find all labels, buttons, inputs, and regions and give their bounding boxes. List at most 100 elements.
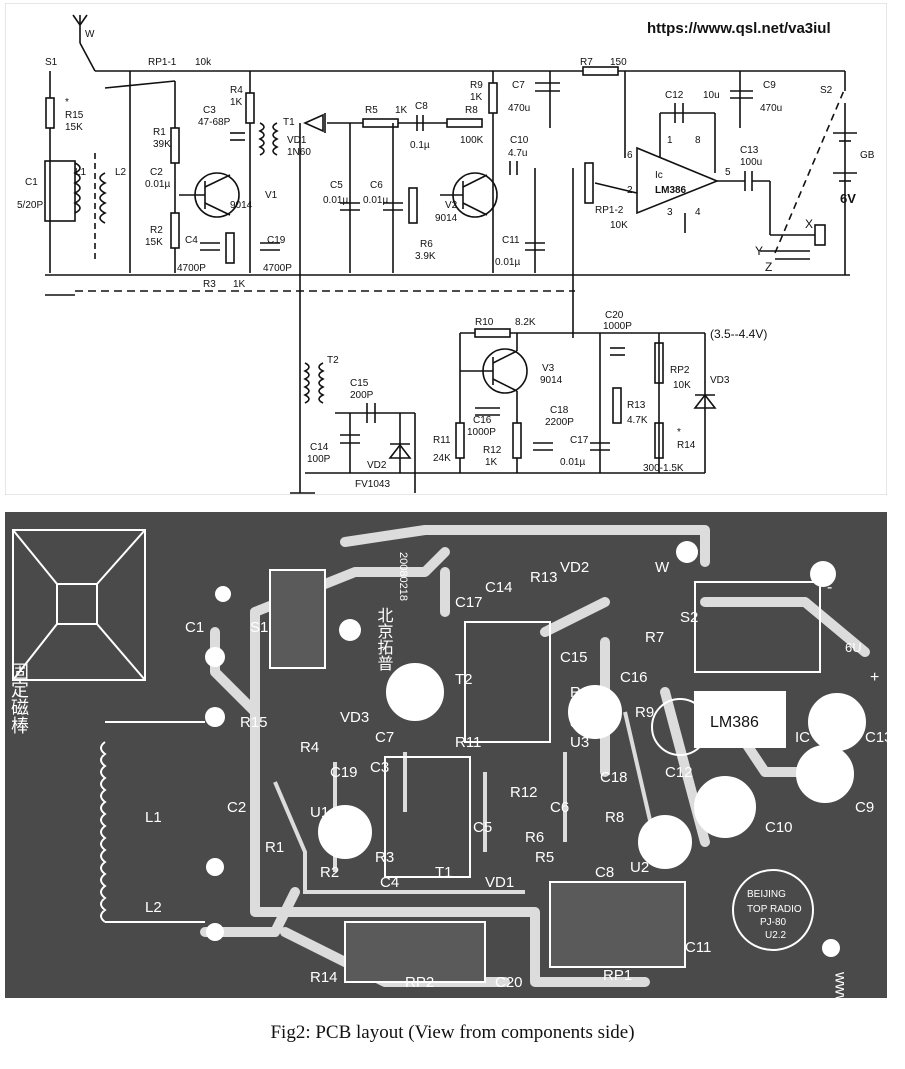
jack-x: X [805, 217, 813, 231]
pcb-c1: C1 [185, 619, 204, 636]
u1-outline [318, 805, 372, 859]
value-c1: 5/20P [17, 200, 43, 211]
pcb-vd1: VD1 [485, 874, 514, 891]
label-c17: C17 [570, 435, 589, 446]
label-r13: R13 [627, 400, 646, 411]
label-r8: R8 [465, 105, 478, 116]
pcb-vd2: VD2 [560, 559, 589, 576]
label-c7: C7 [512, 80, 525, 91]
pin-5: 5 [725, 167, 731, 178]
schematic-diagram: https://www.qsl.net/va3iul W S1 RP1-1 10… [5, 3, 887, 495]
value-c16: 1000P [467, 427, 496, 438]
label-v3: V3 [542, 363, 555, 374]
label-c1: C1 [25, 177, 38, 188]
inductor-coil [100, 721, 205, 923]
pcb-w: W [655, 559, 670, 576]
value-c11: 0.01µ [495, 257, 520, 268]
rp2-footprint [344, 921, 486, 983]
c10-outline [694, 776, 756, 838]
jack-y: Y [755, 244, 763, 258]
value-c19: 4700P [263, 263, 292, 274]
u2-outline [638, 815, 692, 869]
badge-beijing: BEIJING [747, 889, 786, 900]
pcb-r3: R3 [375, 849, 394, 866]
label-r10: R10 [475, 317, 494, 328]
label-c18: C18 [550, 405, 569, 416]
pcb-rp1: RP1 [603, 967, 632, 984]
u3-outline [568, 685, 622, 739]
pin-1: 1 [667, 135, 673, 146]
label-c15: C15 [350, 378, 369, 389]
value-c3: 47-68P [198, 117, 231, 128]
label-v2: V2 [445, 200, 458, 211]
jack-z: Z [765, 260, 772, 274]
label-r6: R6 [420, 239, 433, 250]
label-s2: S2 [820, 85, 833, 96]
mount-hole-4 [215, 586, 231, 602]
label-r11: R11 [433, 435, 451, 446]
pcb-t1: T1 [435, 864, 453, 881]
label-c6: C6 [370, 180, 383, 191]
value-r9: 1K [470, 92, 483, 103]
pcb-lm386: LM386 [710, 714, 759, 731]
label-loop: 固定磁棒 [9, 662, 29, 734]
voltage-range: (3.5--4.4V) [710, 327, 767, 341]
pcb-c3: C3 [370, 759, 389, 776]
value-r15: 15K [65, 122, 83, 133]
value-c12: 10u [703, 90, 720, 101]
pcb-r7: R7 [645, 629, 664, 646]
pcb-c17: C17 [455, 594, 483, 611]
pcb-l1: L1 [145, 809, 162, 826]
source-url: https://www.qsl.net/va3iul [647, 20, 831, 37]
label-l1: L1 [75, 167, 87, 178]
pcb-c15: C15 [560, 649, 588, 666]
star-r14: * [677, 427, 681, 438]
label-r2: R2 [150, 225, 163, 236]
value-ic: LM386 [655, 185, 687, 196]
value-r3: 1K [233, 279, 246, 290]
s2-footprint [694, 581, 821, 673]
value-r6: 3.9K [415, 251, 436, 262]
label-t1: T1 [283, 117, 295, 128]
value-c2: 0.01µ [145, 179, 170, 190]
value-c20: 1000P [603, 321, 632, 332]
label-r12: R12 [483, 445, 502, 456]
value-c6: 0.01µ [363, 195, 388, 206]
figure-caption: Fig2: PCB layout (View from components s… [270, 1022, 635, 1043]
pcb-r2: R2 [320, 864, 339, 881]
pcb-u3: U3 [570, 734, 589, 751]
label-vd2: VD2 [367, 460, 387, 471]
c13-outline [808, 693, 866, 751]
pcb-plus: + [870, 669, 879, 686]
label-c9: C9 [763, 80, 776, 91]
value-rp1-1: 10k [195, 57, 212, 68]
badge-top-radio: TOP RADIO [747, 904, 802, 915]
pcb-c18: C18 [600, 769, 628, 786]
pin-3: 3 [667, 207, 673, 218]
pcb-r11: R11 [455, 734, 481, 751]
value-c14: 100P [307, 454, 331, 465]
label-c3: C3 [203, 105, 216, 116]
label-c5: C5 [330, 180, 343, 191]
pcb-c9: C9 [855, 799, 874, 816]
t2-outline [464, 621, 551, 743]
value-c15: 200P [350, 390, 374, 401]
pcb-s2: S2 [680, 609, 698, 626]
label-r4: R4 [230, 85, 243, 96]
pcb-ebc-u1: e b c [325, 830, 354, 845]
pcb-c13: C13 [865, 729, 887, 746]
value-v3: 9014 [540, 375, 563, 386]
lm386-footprint [694, 691, 786, 748]
pcb-c19: C19 [330, 764, 358, 781]
value-v1: 9014 [230, 200, 253, 211]
pcb-rp2: RP2 [405, 974, 434, 991]
pcb-6v: 6U [845, 640, 862, 655]
value-r12: 1K [485, 457, 498, 468]
pcb-r15: R15 [240, 714, 268, 731]
pcb-c4: C4 [380, 874, 399, 891]
rp1-footprint [549, 881, 686, 968]
label-c8: C8 [415, 101, 428, 112]
pcb-ebc-u2: e b c [645, 840, 674, 855]
pcb-site: www.ardf.cn [832, 971, 849, 998]
label-gb: GB [860, 150, 875, 161]
